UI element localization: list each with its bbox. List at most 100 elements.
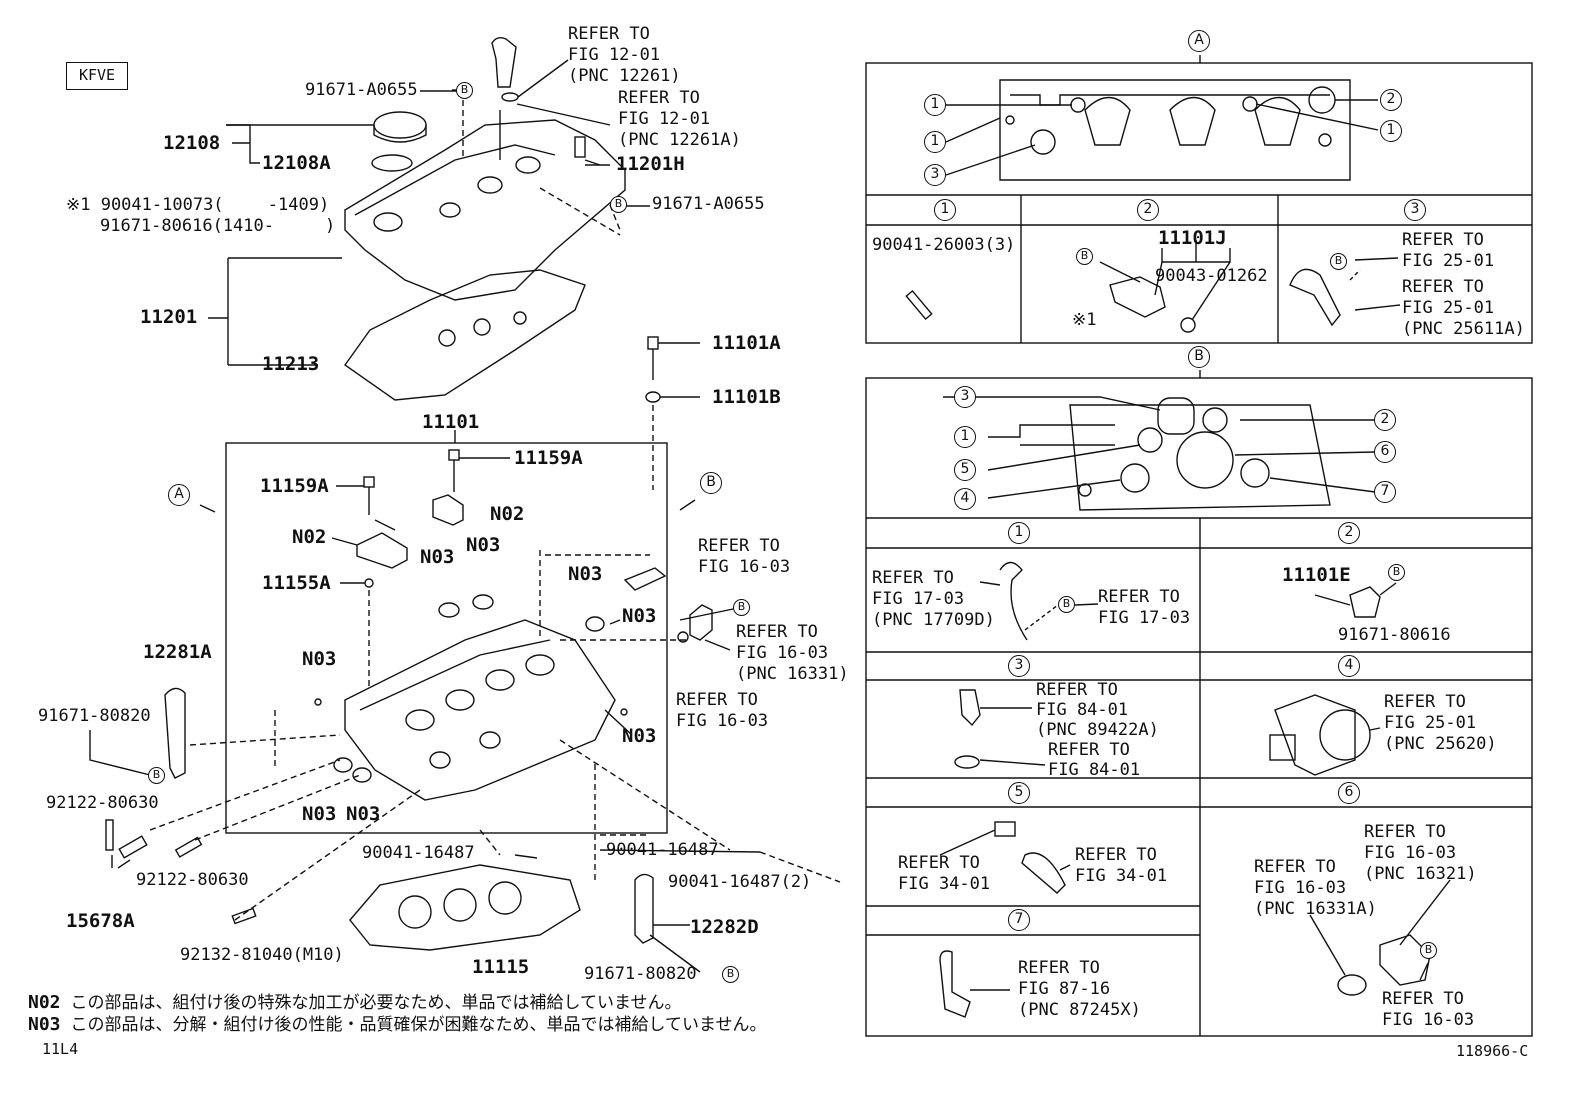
wire-harness [999,561,1028,641]
part-90041-16487: 90041-16487 [606,840,719,860]
part-11201: 11201 [140,306,198,328]
part-92122-80630: 92122-80630 [46,793,159,813]
part-90041-16487-2: 90041-16487(2) [668,872,812,892]
panel-a-part-90041-26003: 90041-26003(3) [872,235,1016,255]
callout-2: 2 [1374,409,1396,431]
circled-b-marker: B [722,966,739,983]
circled-b-marker: B [1420,942,1437,959]
part-92122-80630: 92122-80630 [136,870,249,890]
part-11115: 11115 [472,956,530,978]
circled-b-marker: B [148,767,165,784]
panel-b-cell-3-num: 3 [1008,655,1030,677]
panel-a-mark: ※1 [1072,310,1097,330]
circled-b-marker: B [456,82,473,99]
part-91671-80616: 91671-80616(1410- ) [100,216,336,236]
part-11159a: 11159A [260,475,329,497]
callout-1: 1 [1380,120,1402,142]
part-11159a: 11159A [514,447,583,469]
panel-b-title: B [1188,346,1210,368]
panel-b-cell-7-num: 7 [1008,909,1030,931]
callout-1: 1 [954,426,976,448]
circled-b-marker: B [733,599,750,616]
oil-filler-cap [373,111,427,139]
part-n02: N02 [490,503,525,525]
view-marker-a: A [168,484,190,506]
panel-a-title: A [1188,30,1210,52]
part-15678a: 15678A [66,910,135,932]
part-n02: N02 [292,526,327,548]
cylinder-head-gasket [349,864,581,951]
breather-hose [491,36,517,88]
panel-b-part-91671-80616: 91671-80616 [1338,625,1451,645]
part-92132-81040: 92132-81040(M10) [180,945,344,965]
panel-a-cell-1-num: 1 [934,199,956,221]
part-12108: 12108 [163,132,221,154]
circled-b-marker: B [610,196,627,213]
part-12108a: 12108A [262,152,331,174]
part-91671-a0655-top: 91671-A0655 [305,80,418,100]
part-n03: N03 [466,534,501,556]
circled-b-marker: B [1330,253,1347,270]
callout-5: 5 [954,459,976,481]
part-91671-80820: 91671-80820 [584,964,697,984]
part-n03: N03 [622,725,657,747]
panel-a-cell-2-num: 2 [1137,199,1159,221]
callout-1: 1 [924,94,946,116]
panel-b-cell-5-num: 5 [1008,782,1030,804]
page-code: 11L4 [42,1040,79,1058]
head-cover-gasket [344,269,586,401]
part-90041-10073: ※1 90041-10073( -1409) [66,195,330,215]
callout-1: 1 [924,131,946,153]
part-n03: N03 [568,563,603,585]
part-n03: N03 [420,546,455,568]
part-n03: N03 [622,605,657,627]
panel-b-cell-4-num: 4 [1338,655,1360,677]
part-11201h: 11201H [616,153,685,175]
part-n03: N03 [346,803,381,825]
panel-b-part-11101e: 11101E [1282,564,1351,586]
part-12281a: 12281A [143,641,212,663]
part-91671-80820: 91671-80820 [38,706,151,726]
part-11213: 11213 [262,353,320,375]
part-11155a: 11155A [262,572,331,594]
engine-hanger-front [164,687,186,779]
view-marker-b: B [700,472,722,494]
cylinder-head [344,619,616,801]
circled-b-marker: B [1388,564,1405,581]
part-n03: N03 [302,648,337,670]
part-11101b: 11101B [712,386,781,408]
part-n03: N03 [302,803,337,825]
callout-6: 6 [1374,441,1396,463]
engine-code-box: KFVE [66,62,128,90]
cap-gasket [371,154,413,172]
callout-7: 7 [1374,481,1396,503]
part-11101: 11101 [422,411,480,433]
callout-4: 4 [954,488,976,510]
panel-b-cell-6-num: 6 [1338,782,1360,804]
panel-a-frame [865,62,1533,344]
part-90041-16487: 90041-16487 [362,843,475,863]
panel-a-part-11101j: 11101J [1158,227,1227,249]
panel-a-cell-3-num: 3 [1404,199,1426,221]
callout-2: 2 [1380,89,1402,111]
part-11101a: 11101A [712,332,781,354]
circled-b-marker: B [1058,596,1075,613]
cylinder-head-cover [344,119,626,301]
